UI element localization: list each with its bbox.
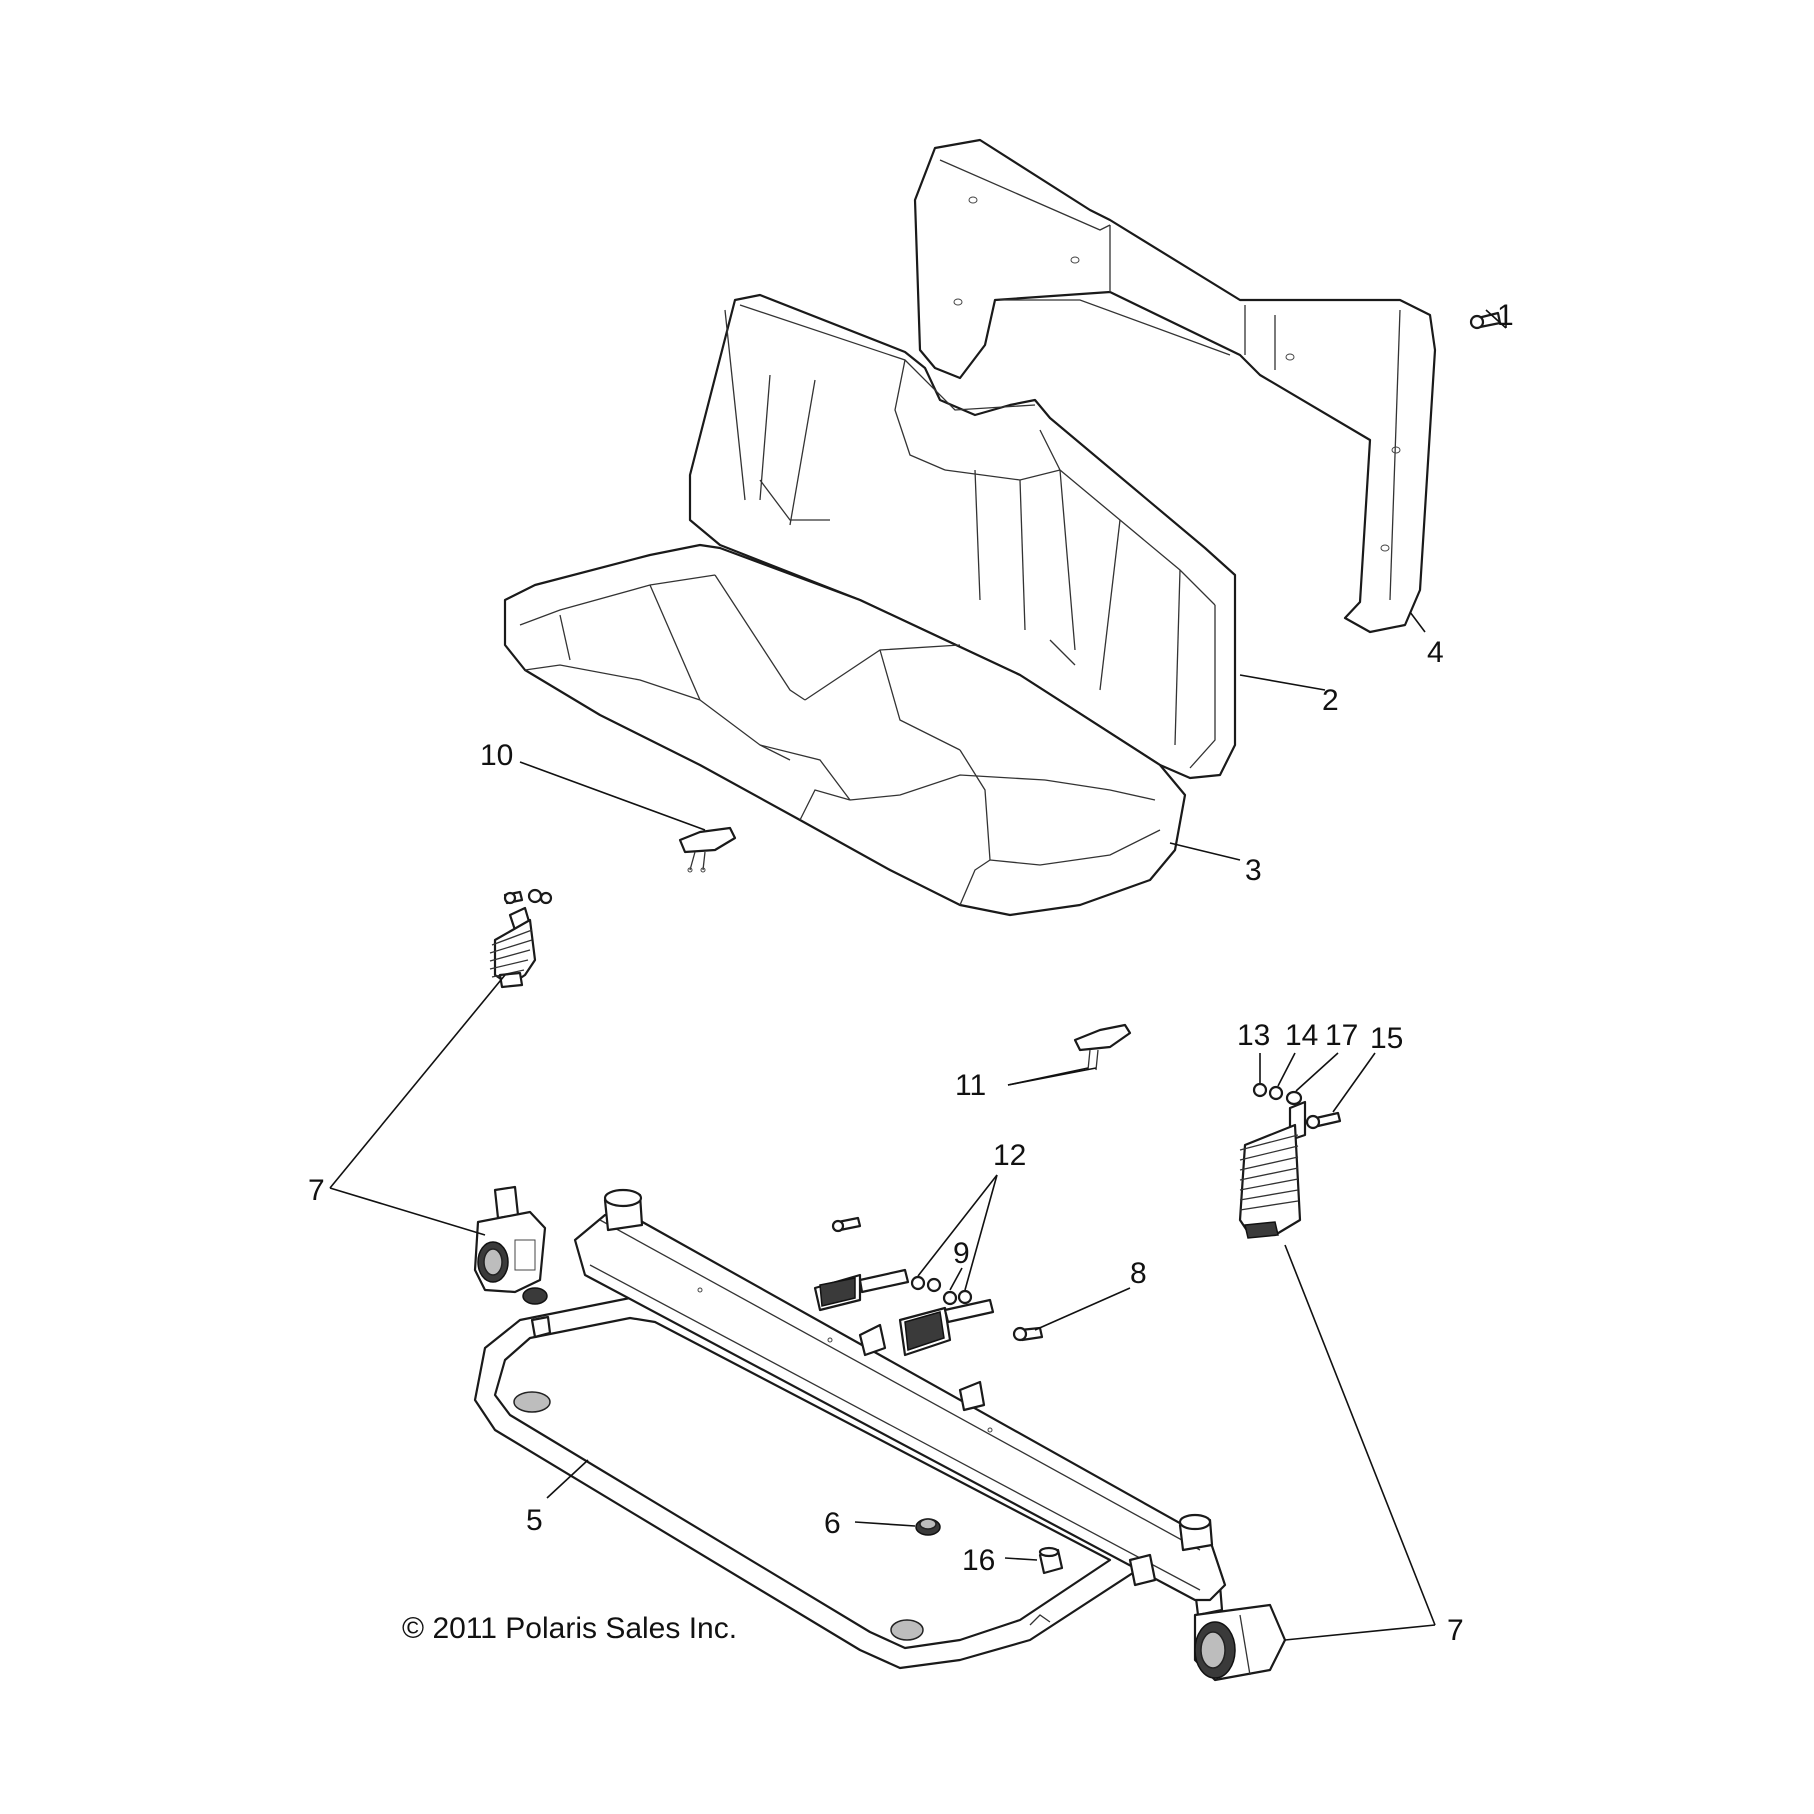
part-16-spacer[interactable] [1038,1546,1064,1575]
part-2-seat-back-cushion[interactable] [688,293,1237,780]
callout-4: 4 [1427,636,1444,669]
callout-9: 9 [953,1237,970,1270]
callout-7-left: 7 [308,1174,325,1207]
callout-12: 12 [993,1139,1026,1172]
part-12-buckle-b[interactable] [898,1289,995,1357]
callout-labels: 1 2 3 4 5 6 7 7 8 9 10 11 12 13 14 15 16… [308,299,1514,1647]
part-11-latch-right[interactable] [1073,1023,1132,1071]
callout-1: 1 [1497,299,1514,332]
callout-8: 8 [1130,1257,1147,1290]
part-4-seat-back-panel[interactable] [913,138,1437,634]
callout-14: 14 [1285,1019,1318,1052]
grommet-left[interactable] [522,1287,552,1339]
part-12-buckle-a[interactable] [813,1268,926,1312]
part-14-washer [1268,1085,1284,1101]
callout-7-right: 7 [1447,1614,1464,1647]
part-17-washer [1285,1090,1303,1106]
part-8-bolt[interactable] [1012,1326,1044,1342]
copyright-text: © 2011 Polaris Sales Inc. [402,1612,737,1645]
callout-16: 16 [962,1544,995,1577]
callout-2: 2 [1322,684,1339,717]
callout-10: 10 [480,739,513,772]
bolt-buckle[interactable] [831,1216,862,1233]
callout-15: 15 [1370,1022,1403,1055]
callout-5: 5 [526,1504,543,1537]
callout-17: 17 [1325,1019,1358,1052]
part-7-retractor-left[interactable] [473,1185,547,1294]
spring-assembly-left[interactable] [489,888,553,989]
part-13-nut [1252,1082,1268,1098]
spring-assembly-right[interactable] [1238,1082,1342,1239]
callout-6: 6 [824,1507,841,1540]
part-6-grommet[interactable] [915,1518,941,1536]
part-3-seat-bottom-cushion[interactable] [503,543,1187,917]
part-10-latch-left[interactable] [678,826,737,873]
part-9-nut[interactable] [926,1277,958,1306]
callout-3: 3 [1245,854,1262,887]
part-1-screw[interactable] [1469,311,1502,330]
callout-11: 11 [955,1069,986,1102]
callout-13: 13 [1237,1019,1270,1052]
leader-lines [329,305,1507,1641]
seat-base-crossmember[interactable] [573,1188,1227,1602]
